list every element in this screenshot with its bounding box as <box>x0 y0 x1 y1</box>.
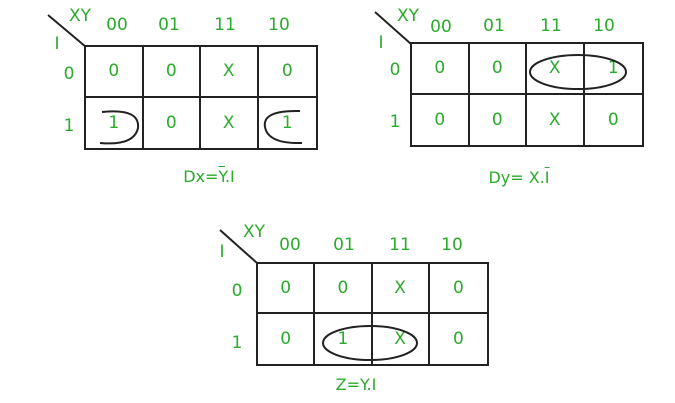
dy-cell-r0c2: X <box>527 44 585 95</box>
dy-cell-r0c1: 0 <box>469 44 527 95</box>
dy-col-head-01: 01 <box>483 16 505 36</box>
dy-cell-r1c0: 0 <box>412 94 470 145</box>
dy-cell-r1c3: 0 <box>607 109 619 130</box>
dx-cell-r1c2: X <box>201 97 259 148</box>
z-cell-r1c1: 1 <box>315 314 373 364</box>
dx-cell-r1c0: 1 <box>86 97 144 148</box>
dy-grid: 0 0 X 1 0 0 X 0 <box>410 42 644 147</box>
z-group-ellipse <box>322 325 418 361</box>
dy-cols-var: XY <box>396 6 420 26</box>
z-grid: 0 0 X 0 0 1 X 0 <box>256 262 489 366</box>
dx-cell-r0c0: 0 <box>86 47 144 98</box>
z-cell-r0c1: 0 <box>315 264 373 314</box>
dx-row-head-1: 1 <box>63 116 75 136</box>
dx-group-right-arc <box>263 109 303 145</box>
z-cell-r0c3: 0 <box>429 264 487 314</box>
dy-cell-r1c2: X <box>527 94 585 145</box>
z-cell-r1c0: 0 <box>258 314 316 364</box>
dx-grid: 0 0 X 0 1 0 X 1 <box>84 45 318 150</box>
z-equation: Z=Y.I <box>335 375 377 394</box>
dx-cell-r0c2: X <box>201 47 259 98</box>
z-cell-r0c2: X <box>372 264 430 314</box>
z-cols-var: XY <box>242 222 266 242</box>
dy-group-ellipse <box>529 54 627 90</box>
dx-cell-r0c3: 0 <box>258 47 316 98</box>
dx-rows-var: I <box>54 34 60 54</box>
dx-cell-r0c1: 0 <box>143 47 201 98</box>
dy-col-head-11: 11 <box>540 16 562 36</box>
dy-row-head-0: 0 <box>389 60 401 80</box>
dx-col-head-01: 01 <box>158 15 180 35</box>
dx-cell-r1c3: 1 <box>281 112 293 133</box>
dx-cell-r1c1: 0 <box>144 97 201 148</box>
dx-col-head-00: 00 <box>106 15 128 35</box>
dx-col-head-11: 11 <box>214 15 236 35</box>
dy-rows-var: I <box>378 33 384 53</box>
dx-equation: Dx=Y.I <box>183 167 235 186</box>
dx-row-head-0: 0 <box>63 64 75 84</box>
dy-equation: Dy= X.I <box>488 168 550 187</box>
dy-col-head-10: 10 <box>593 16 615 36</box>
z-rows-var: I <box>219 242 225 262</box>
dy-col-head-00: 00 <box>430 17 452 37</box>
z-cell-r1c3: 0 <box>452 329 464 349</box>
z-col-head-11: 11 <box>389 235 411 255</box>
z-cell-r0c0: 0 <box>258 264 316 314</box>
z-row-head-1: 1 <box>231 333 243 353</box>
dy-cell-r1c1: 0 <box>470 94 527 145</box>
dy-row-head-1: 1 <box>389 112 401 132</box>
z-cell-r1c2: X <box>373 314 430 364</box>
dy-cell-r0c3: 1 <box>584 44 642 95</box>
z-col-head-00: 00 <box>279 235 301 255</box>
dy-cell-r0c0: 0 <box>412 44 470 95</box>
z-col-head-01: 01 <box>333 235 355 255</box>
dx-cols-var: XY <box>68 6 92 26</box>
z-col-head-10: 10 <box>441 235 463 255</box>
dx-col-head-10: 10 <box>268 15 290 35</box>
z-row-head-0: 0 <box>231 281 243 301</box>
dx-group-left-arc <box>99 110 140 145</box>
